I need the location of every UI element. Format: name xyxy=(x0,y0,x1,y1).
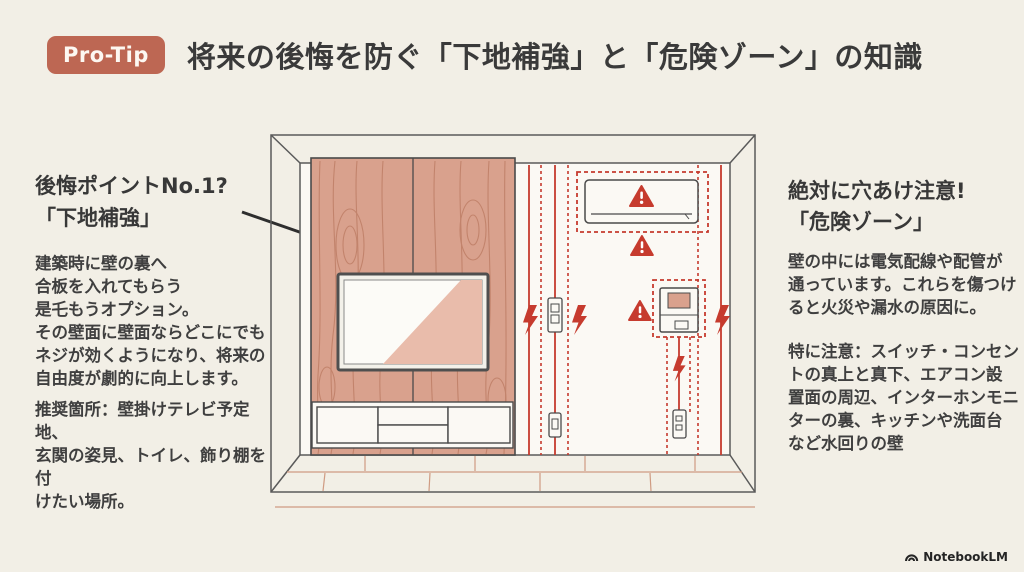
tv-console xyxy=(311,401,514,449)
danger-zone-boxes xyxy=(576,171,709,338)
light-switch-lower xyxy=(548,412,562,438)
left-paragraph-1: 建築時に壁の裏へ 合板を入れてもらう 是乇もうオプション。 その壁面に壁面ならど… xyxy=(35,254,266,388)
right-paragraph-1: 壁の中には電気配線や配管が 通っています。これらを傷つけ ると火災や漏水の原因に… xyxy=(788,252,1017,317)
left-paragraph-2: 推奨箇所：壁掛けテレビ予定地、 玄関の姿見、トイレ、飾り棚を付 けたい場所。 xyxy=(35,400,266,511)
power-outlet xyxy=(672,409,687,439)
pro-tip-badge: Pro-Tip xyxy=(47,36,165,74)
floor xyxy=(275,456,755,508)
brand-label: NotebookLM xyxy=(923,550,1008,564)
lightning-icon-3 xyxy=(715,305,730,335)
warning-icon-ac xyxy=(629,185,654,207)
lightning-icon-1 xyxy=(523,305,538,335)
footer-brand: NotebookLM xyxy=(904,550,1008,564)
warning-icon-mid xyxy=(630,235,654,256)
wall-tv xyxy=(336,272,490,372)
lightning-icon-2 xyxy=(572,305,587,335)
warning-icon-intercom xyxy=(628,300,652,321)
right-heading: 絶対に穴あけ注意! 「危険ゾーン」 xyxy=(788,179,966,234)
right-paragraph-2: 特に注意：スイッチ・コンセン トの真上と真下、エアコン設 置面の周辺、インターホ… xyxy=(788,342,1019,453)
intercom-monitor xyxy=(659,287,699,333)
notebooklm-logo-icon xyxy=(905,554,919,562)
room-illustration xyxy=(270,134,756,508)
lightning-icon-4 xyxy=(672,356,686,382)
slide-header: Pro-Tip 将来の後悔を防ぐ「下地補強」と「危険ゾーン」の知識 xyxy=(47,34,923,76)
left-heading: 後悔ポイントNo.1? 「下地補強」 xyxy=(35,174,228,230)
light-switch-upper xyxy=(547,297,563,333)
page-title: 将来の後悔を防ぐ「下地補強」と「危険ゾーン」の知識 xyxy=(186,40,923,74)
